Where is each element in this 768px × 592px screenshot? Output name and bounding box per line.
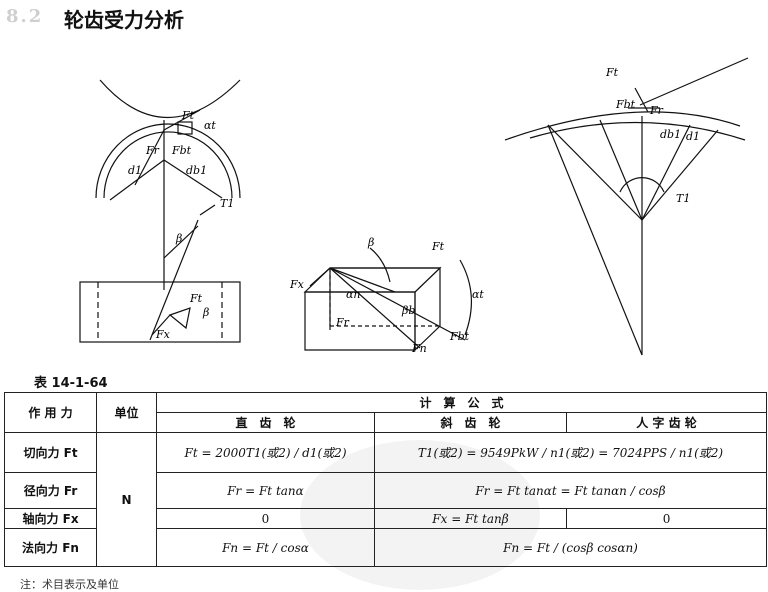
row-label-tangential: 切向力 Ft — [4, 432, 97, 473]
label-fr-mid: Fr — [335, 316, 350, 329]
label-alpha-t-left: αt — [204, 119, 216, 132]
header-helical: 斜 齿 轮 — [374, 412, 567, 433]
label-db1-left: db1 — [186, 164, 207, 177]
label-beta-left: β — [175, 232, 182, 245]
unit-cell: N — [96, 432, 157, 567]
table-note: 注：术目表示及单位 — [20, 578, 119, 591]
header-force: 作 用 力 — [4, 392, 97, 433]
label-ft-mid: Ft — [431, 240, 445, 253]
row-label-radial: 径向力 Fr — [4, 472, 97, 509]
section-number: 8.2 — [6, 6, 44, 27]
table-row: 径向力 Fr Fr = Ft tanα Fr = Ft tanαt = Ft t… — [4, 472, 768, 509]
label-fr-right: Fr — [649, 104, 664, 117]
label-alpha-t-mid: αt — [472, 288, 484, 301]
label-alpha-n: αn — [346, 288, 361, 301]
table-label: 表 14-1-64 — [34, 376, 108, 391]
formula-axial-herringbone: 0 — [565, 508, 768, 529]
formula-axial-spur: 0 — [156, 508, 375, 529]
formula-tangential-helical: T1(或2) = 9549PkW / n1(或2) = 7024PPS / n1… — [373, 432, 768, 473]
label-fr-left: Fr — [145, 144, 160, 157]
label-t1-right: T1 — [676, 192, 690, 205]
header-formula-group: 计 算 公 式 — [155, 392, 768, 413]
label-fbt-mid: Fbt — [449, 330, 470, 343]
header-spur: 直 齿 轮 — [156, 412, 375, 433]
label-beta-mid: β — [367, 236, 374, 249]
header-unit: 单位 — [96, 392, 157, 433]
formula-normal-spur: Fn = Ft / cosα — [156, 528, 375, 567]
label-fx-mid: Fx — [289, 278, 305, 291]
label-d1-left: d1 — [128, 164, 142, 177]
table-row: 轴向力 Fx 0 Fx = Ft tanβ 0 — [4, 508, 768, 529]
label-d1-right: d1 — [686, 130, 700, 143]
row-label-axial: 轴向力 Fx — [4, 508, 97, 529]
page-title: 轮齿受力分析 — [64, 8, 184, 32]
gear-force-diagram: Ft αt Fr Fbt d1 db1 T1 β Ft β Fx Ft β Fx… — [79, 57, 749, 356]
table-row: 切向力 Ft N Ft = 2000T1(或2) / d1(或2) T1(或2)… — [4, 432, 768, 567]
formula-axial-helical: Fx = Ft tanβ — [374, 508, 567, 529]
label-fbt-left: Fbt — [171, 144, 192, 157]
label-beta-b: βb — [401, 304, 415, 317]
row-label-normal: 法向力 Fn — [4, 528, 97, 567]
formula-tangential-spur: Ft = 2000T1(或2) / d1(或2) — [156, 432, 375, 473]
formula-radial-helical: Fr = Ft tanαt = Ft tanαn / cosβ — [373, 472, 768, 509]
label-beta-lower: β — [202, 306, 209, 319]
formula-normal-helical: Fn = Ft / (cosβ cosαn) — [373, 528, 768, 567]
label-fbt-right: Fbt — [615, 98, 636, 111]
header-herringbone: 人 字 齿 轮 — [565, 412, 768, 433]
label-fn-mid: Fn — [411, 342, 427, 355]
label-db1-right: db1 — [660, 128, 681, 141]
label-ft-lower: Ft — [189, 292, 203, 305]
label-fx-lower: Fx — [155, 328, 171, 341]
label-ft-right: Ft — [605, 66, 619, 79]
force-formula-table: 作 用 力 单位 计 算 公 式 直 齿 轮 斜 齿 轮 人 字 齿 轮 切向力… — [4, 392, 768, 567]
label-ft-left: Ft — [181, 109, 195, 122]
label-t1-left: T1 — [220, 197, 234, 210]
formula-radial-spur: Fr = Ft tanα — [156, 472, 375, 509]
table-row: 法向力 Fn Fn = Ft / cosα Fn = Ft / (cosβ co… — [4, 528, 768, 567]
